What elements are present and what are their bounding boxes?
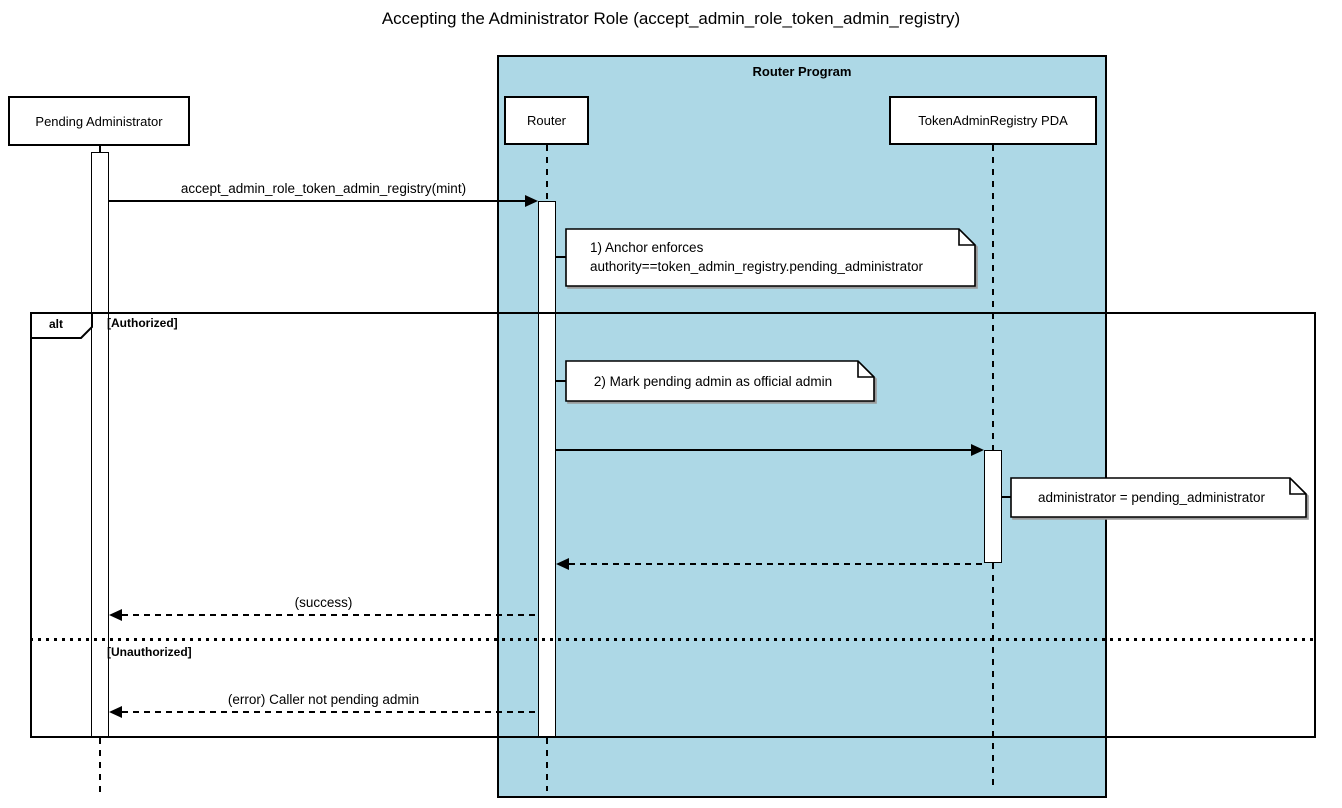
participant-pending-administrator: Pending Administrator xyxy=(8,96,190,146)
return-success-arrowhead-icon xyxy=(109,608,122,621)
note-line: authority==token_admin_registry.pending_… xyxy=(590,259,923,274)
diagram-title: Accepting the Administrator Role (accept… xyxy=(381,9,961,28)
message-call-label: accept_admin_role_token_admin_registry(m… xyxy=(180,181,467,196)
note-shape xyxy=(565,360,875,402)
note-set-admin: administrator = pending_administrator xyxy=(1010,477,1307,518)
message-call-line xyxy=(109,200,527,202)
router-program-label: Router Program xyxy=(752,64,852,79)
guard-unauthorized: [Unauthorized] xyxy=(107,645,192,659)
participant-label: TokenAdminRegistry PDA xyxy=(918,113,1068,128)
message-call-arrowhead-icon xyxy=(525,194,538,207)
lifeline-registry-top xyxy=(992,145,994,451)
alt-operator-label: alt xyxy=(48,317,63,331)
note2-connector xyxy=(556,380,566,382)
alt-operator-pentagon xyxy=(30,312,93,339)
return-success-label: (success) xyxy=(294,595,353,610)
activation-registry-pda xyxy=(984,450,1002,563)
note1-connector xyxy=(556,256,566,258)
return-success-line xyxy=(122,614,538,616)
lifeline-pending-admin-tail xyxy=(99,738,101,796)
note-shape xyxy=(1010,477,1307,518)
return-error-label: (error) Caller not pending admin xyxy=(227,692,420,707)
alt-divider xyxy=(30,638,1316,641)
lifeline-router-tail xyxy=(546,738,548,791)
message-update-line xyxy=(556,449,973,451)
note-line: administrator = pending_administrator xyxy=(1038,490,1265,505)
return-error-line xyxy=(122,711,538,713)
participant-token-admin-registry-pda: TokenAdminRegistry PDA xyxy=(889,96,1097,145)
note-line: 2) Mark pending admin as official admin xyxy=(593,374,833,389)
participant-router: Router xyxy=(504,96,589,145)
lifeline-registry-tail xyxy=(992,563,994,791)
participant-label: Pending Administrator xyxy=(35,113,163,129)
participant-label: Router xyxy=(526,113,567,128)
message-update-arrowhead-icon xyxy=(971,443,984,456)
lifeline-pending-admin-stub xyxy=(99,145,101,153)
return-error-arrowhead-icon xyxy=(109,705,122,718)
router-program-frame xyxy=(497,55,1107,798)
note-line: 1) Anchor enforces xyxy=(590,240,704,255)
note-mark-admin: 2) Mark pending admin as official admin xyxy=(565,360,875,402)
note-anchor-enforces: 1) Anchor enforces authority==token_admi… xyxy=(565,228,976,287)
note3-connector xyxy=(1002,496,1011,498)
activation-router xyxy=(538,201,556,738)
return-registry-arrowhead-icon xyxy=(556,557,569,570)
lifeline-router-top xyxy=(546,145,548,202)
note-shape xyxy=(565,228,976,287)
return-registry-line xyxy=(569,563,984,565)
guard-authorized: [Authorized] xyxy=(107,316,178,330)
